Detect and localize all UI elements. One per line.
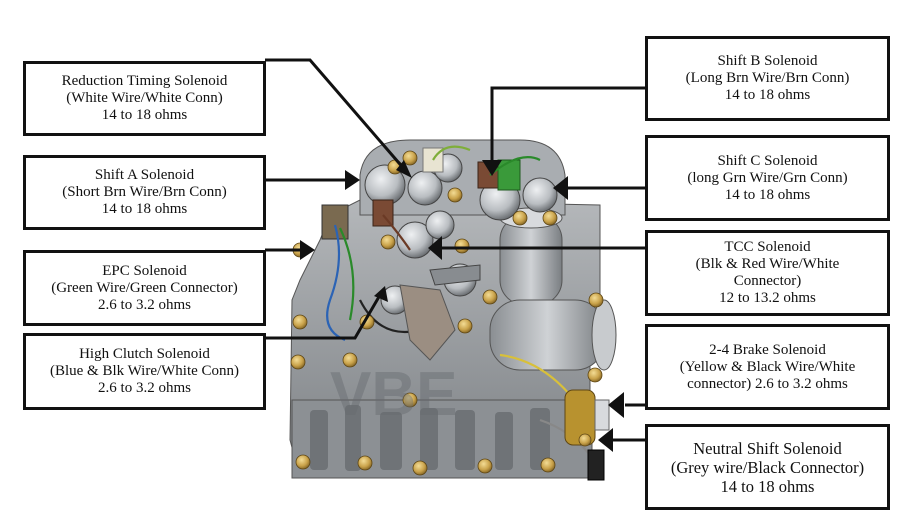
callout-title: Shift A Solenoid (94, 167, 195, 183)
callout-title: EPC Solenoid (102, 262, 187, 279)
callout-ohms: 14 to 18 ohms (101, 201, 188, 217)
callout-neutral-shift: Neutral Shift Solenoid (Grey wire/Black … (645, 424, 890, 510)
callout-title: Shift C Solenoid (717, 152, 818, 169)
callout-ohms: 2.6 to 3.2 ohms (98, 296, 191, 313)
callout-wire: (Short Brn Wire/Brn Conn) (62, 184, 227, 200)
lower-cylinder (489, 299, 606, 371)
callout-tcc: TCC Solenoid (Blk & Red Wire/White Conne… (645, 230, 890, 316)
callout-wire: (Green Wire/Green Connector) (51, 279, 238, 296)
watermark: VBE (330, 360, 457, 429)
callout-title: Shift B Solenoid (717, 53, 818, 69)
callout-wire: (Long Brn Wire/Brn Conn) (685, 70, 850, 86)
callout-title: TCC Solenoid (724, 239, 811, 255)
callout-wire: (White Wire/White Conn) (66, 90, 223, 106)
callout-shift-b: Shift B Solenoid (Long Brn Wire/Brn Conn… (645, 36, 890, 121)
callout-ohms: 14 to 18 ohms (720, 476, 815, 496)
callout-wire: (Grey wire/Black Connector) (670, 457, 865, 477)
left-connector (321, 204, 349, 240)
callout-wire: (Blk & Red Wire/White (695, 256, 840, 272)
callout-ohms: 12 to 13.2 ohms (719, 290, 816, 306)
callout-wire-cont: Connector) (733, 273, 802, 289)
callout-title: Neutral Shift Solenoid (693, 438, 842, 458)
callout-epc: EPC Solenoid (Green Wire/Green Connector… (23, 250, 266, 326)
callout-ohms: 14 to 18 ohms (101, 107, 188, 123)
callout-title: High Clutch Solenoid (79, 346, 210, 362)
callout-shift-a: Shift A Solenoid (Short Brn Wire/Brn Con… (23, 155, 266, 230)
callout-ohms: 14 to 18 ohms (724, 87, 811, 103)
callout-wire: (Yellow & Black Wire/White (679, 358, 856, 375)
neutral-shift-connector (587, 449, 605, 481)
callout-reduction-timing: Reduction Timing Solenoid (White Wire/Wh… (23, 61, 266, 136)
callout-wire: (long Grn Wire/Grn Conn) (687, 169, 848, 186)
callout-title: Reduction Timing Solenoid (61, 73, 228, 89)
green-connector (497, 159, 521, 191)
callout-high-clutch: High Clutch Solenoid (Blue & Blk Wire/Wh… (23, 333, 266, 410)
callout-title: 2-4 Brake Solenoid (709, 341, 826, 358)
callout-wire: (Blue & Blk Wire/White Conn) (49, 363, 240, 379)
callout-shift-c: Shift C Solenoid (long Grn Wire/Grn Conn… (645, 135, 890, 221)
callout-wire-ohms: connector) 2.6 to 3.2 ohms (687, 375, 848, 392)
callout-brake-2-4: 2-4 Brake Solenoid (Yellow & Black Wire/… (645, 324, 890, 410)
callout-ohms: 14 to 18 ohms (724, 186, 811, 203)
callout-ohms: 2.6 to 3.2 ohms (98, 380, 191, 396)
